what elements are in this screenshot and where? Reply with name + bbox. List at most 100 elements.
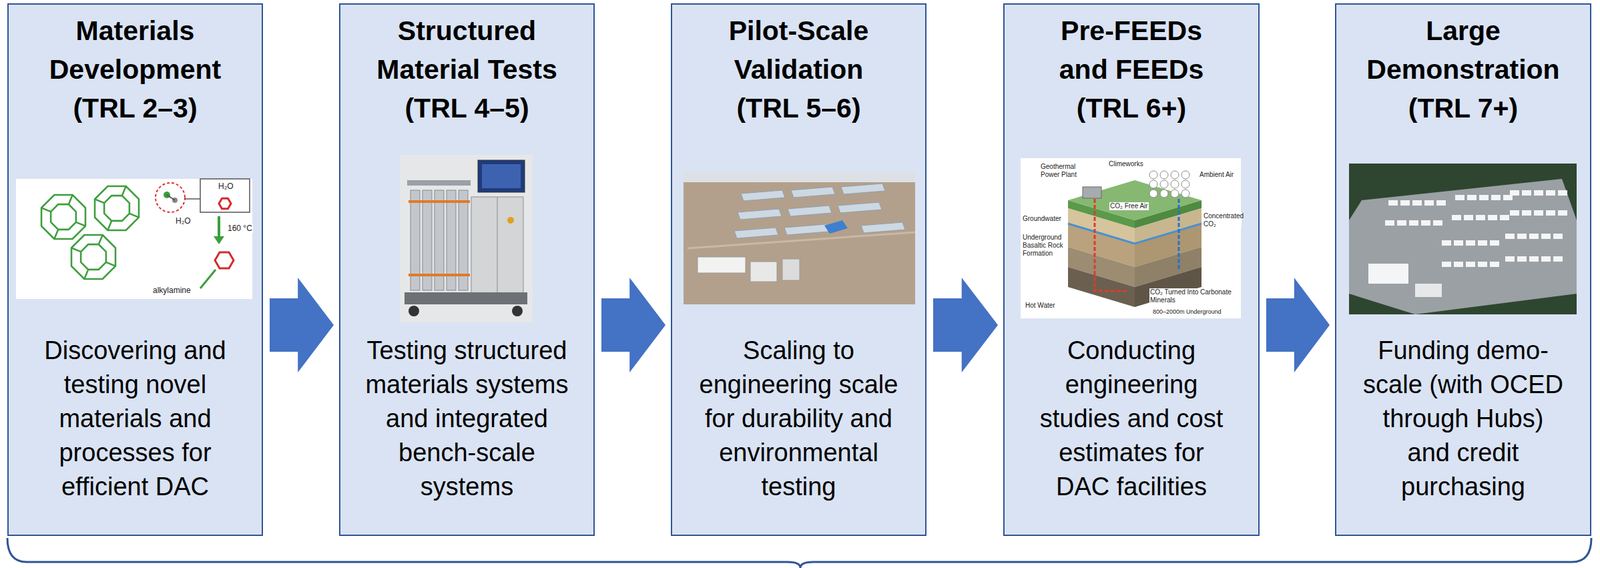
storage-illustration [1020,158,1241,319]
illustration-label: Hot Water [1024,301,1056,310]
material-illustration [213,236,225,245]
bracket [7,538,1592,568]
pilot-site-photo [687,232,916,249]
pilot-site-photo [750,261,777,282]
illustration-label: Geothermal Power Plant [1039,162,1089,179]
block-arrow [1266,277,1330,373]
apparatus-photo [407,180,471,186]
pilot-site-photo [861,222,906,233]
facility-render [1509,210,1568,216]
apparatus-photo [507,216,514,224]
illustration-label: 160 °C [226,223,253,233]
stage-description: Funding demo-scale (with OCED through Hu… [1360,333,1566,504]
storage-illustration [1094,198,1129,292]
material-illustration [218,198,231,209]
pilot-site-photo [782,258,800,281]
pilot-site-photo [683,171,916,305]
storage-illustration [1160,170,1169,179]
material-illustration [41,194,86,239]
storage-illustration [1178,198,1181,271]
apparatus-photo [399,154,533,323]
illustration-label: Underground Basaltic Rock Formation [1021,233,1068,258]
material-illustration [71,234,116,280]
material-illustration [200,269,216,289]
apparatus-photo [408,305,420,317]
illustration-label: alkylamine [152,285,192,296]
material-illustration [155,182,185,213]
stage-description: Discovering and testing novel materials … [32,333,239,504]
pilot-site-photo [734,227,779,239]
illustration-label: CO₂ Free Air [1109,202,1149,211]
storage-illustration [1149,180,1158,189]
pilot-site-photo [737,208,782,220]
illustration-label: H₂O [217,181,235,191]
facility-render [1385,220,1443,226]
illustration-label: Ambient Air [1198,170,1235,179]
storage-illustration [1160,189,1169,198]
facility-render [1451,214,1510,221]
facility-render [1388,200,1446,206]
stage-description: Conducting engineering studies and cost … [1033,333,1231,504]
material-illustration [94,186,139,231]
stage-title: Pilot-Scale Validation (TRL 5–6) [703,11,894,128]
storage-illustration [1181,180,1190,189]
storage-illustration [1160,180,1169,189]
pilot-site-photo [824,220,848,234]
storage-illustration [1068,223,1202,244]
illustration-label: Concentrated CO₂ [1202,212,1242,229]
facility-render [1455,194,1513,201]
facility-render [1349,163,1577,315]
pilot-site-photo [841,183,886,195]
block-arrow [601,277,666,373]
material-illustration [200,178,250,213]
apparatus-photo [497,196,498,294]
pilot-site-photo [784,224,829,235]
facility-render [1509,190,1568,196]
facility-render [1505,256,1563,262]
illustration-label: CO₂ Turned Into Carbonate Minerals [1149,288,1239,305]
facility-render [1441,261,1500,268]
apparatus-photo [481,164,521,189]
apparatus-photo [477,160,525,193]
pilot-site-photo [683,171,916,183]
apparatus-photo [408,273,470,277]
apparatus-photo [471,196,524,294]
material-illustration [16,178,253,300]
material-illustration [214,252,234,269]
pilot-site-photo [790,186,836,198]
facility-render [1368,263,1409,284]
storage-illustration [1170,180,1179,189]
storage-illustration [1170,170,1179,179]
storage-illustration [1149,189,1158,198]
apparatus-photo [404,292,528,305]
material-illustration [217,216,221,238]
facility-render [1441,240,1500,246]
pilot-site-photo [740,190,785,201]
pilot-site-photo [697,256,746,274]
apparatus-photo [511,305,523,317]
illustration-label: H₂O [174,216,192,226]
storage-illustration [1149,170,1158,179]
stage-title: Pre-FEEDs and FEEDs (TRL 6+) [1036,11,1227,128]
material-illustration [16,178,253,300]
illustration-label: Climeworks [1108,160,1145,169]
block-arrow [269,277,334,373]
pilot-site-photo [683,171,916,305]
facility-render [1505,233,1563,239]
pilot-site-photo [787,205,832,217]
material-illustration [166,194,175,201]
storage-illustration [1020,158,1241,319]
facility-render [1349,178,1577,315]
stage-description: Scaling to engineering scale for durabil… [688,333,910,504]
stage-title: Large Demonstration (TRL 7+) [1349,11,1577,128]
stage-description: Testing structured materials systems and… [357,333,578,504]
storage-illustration [1149,170,1190,198]
apparatus-photo [399,154,533,323]
stage-title: Structured Material Tests (TRL 4–5) [367,11,568,128]
storage-illustration [1068,180,1202,221]
storage-illustration [1181,189,1190,198]
block-arrow [933,277,998,373]
stage-title: Materials Development (TRL 2–3) [35,11,236,128]
facility-render [1349,163,1577,315]
material-illustration [184,198,201,200]
